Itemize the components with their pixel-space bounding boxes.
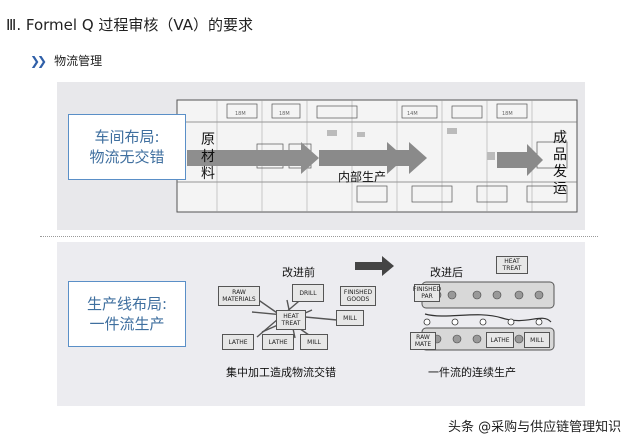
internal-production-text: 内部生产 bbox=[338, 170, 387, 184]
label-line2: 物流无交错 bbox=[89, 148, 165, 166]
heat-treat-box-after: HEAT TREAT bbox=[496, 256, 528, 274]
after-title: 改进后 bbox=[430, 266, 463, 279]
mill-box-after: MILL bbox=[524, 332, 550, 348]
raw-material-text: 原 材 料 bbox=[201, 132, 215, 182]
mill-box-2: MILL bbox=[300, 334, 328, 350]
label-line1: 车间布局: bbox=[94, 128, 160, 146]
finished-goods-box: FINISHED GOODS bbox=[340, 286, 376, 306]
label-line2: 一件流生产 bbox=[89, 315, 165, 333]
finished-goods-text: 成 品 发 运 bbox=[553, 130, 567, 197]
workshop-layout-label: 车间布局: 物流无交错 bbox=[68, 114, 186, 180]
lathe-box-1: LATHE bbox=[222, 334, 254, 350]
floor-plan-drawing: 18M 18M 14M 18M bbox=[57, 82, 585, 230]
finished-part-box: FINISHED PAR bbox=[412, 284, 442, 302]
heat-treat-box: HEAT TREAT bbox=[276, 310, 306, 330]
double-chevron-icon: ❯❯ bbox=[30, 53, 47, 68]
before-title: 改进前 bbox=[282, 266, 315, 279]
raw-materials-box: RAW MATERIALS bbox=[218, 286, 260, 306]
line-layout-label: 生产线布局: 一件流生产 bbox=[68, 281, 186, 347]
dotted-separator bbox=[40, 236, 598, 237]
page-title: Ⅲ. Formel Q 过程审核（VA）的要求 bbox=[6, 16, 253, 34]
after-caption: 一件流的连续生产 bbox=[428, 366, 516, 379]
mill-box: MILL bbox=[336, 310, 364, 326]
drill-box: DRILL bbox=[292, 284, 324, 302]
lathe-box-after: LATHE bbox=[486, 332, 514, 348]
svg-text:18M: 18M bbox=[235, 111, 246, 117]
raw-material-box-after: RAW MATE bbox=[410, 332, 436, 350]
svg-text:14M: 14M bbox=[407, 111, 418, 117]
lathe-box-2: LATHE bbox=[262, 334, 294, 350]
svg-text:18M: 18M bbox=[279, 111, 290, 117]
svg-text:18M: 18M bbox=[502, 111, 513, 117]
subtitle-text: 物流管理 bbox=[54, 54, 103, 68]
label-line1: 生产线布局: bbox=[86, 295, 168, 313]
before-caption: 集中加工造成物流交错 bbox=[226, 366, 336, 379]
watermark: 头条 @采购与供应链管理知识 bbox=[448, 420, 622, 435]
section-subtitle: ❯❯ 物流管理 bbox=[30, 52, 102, 69]
workshop-layout-photo: 18M 18M 14M 18M bbox=[57, 82, 585, 230]
